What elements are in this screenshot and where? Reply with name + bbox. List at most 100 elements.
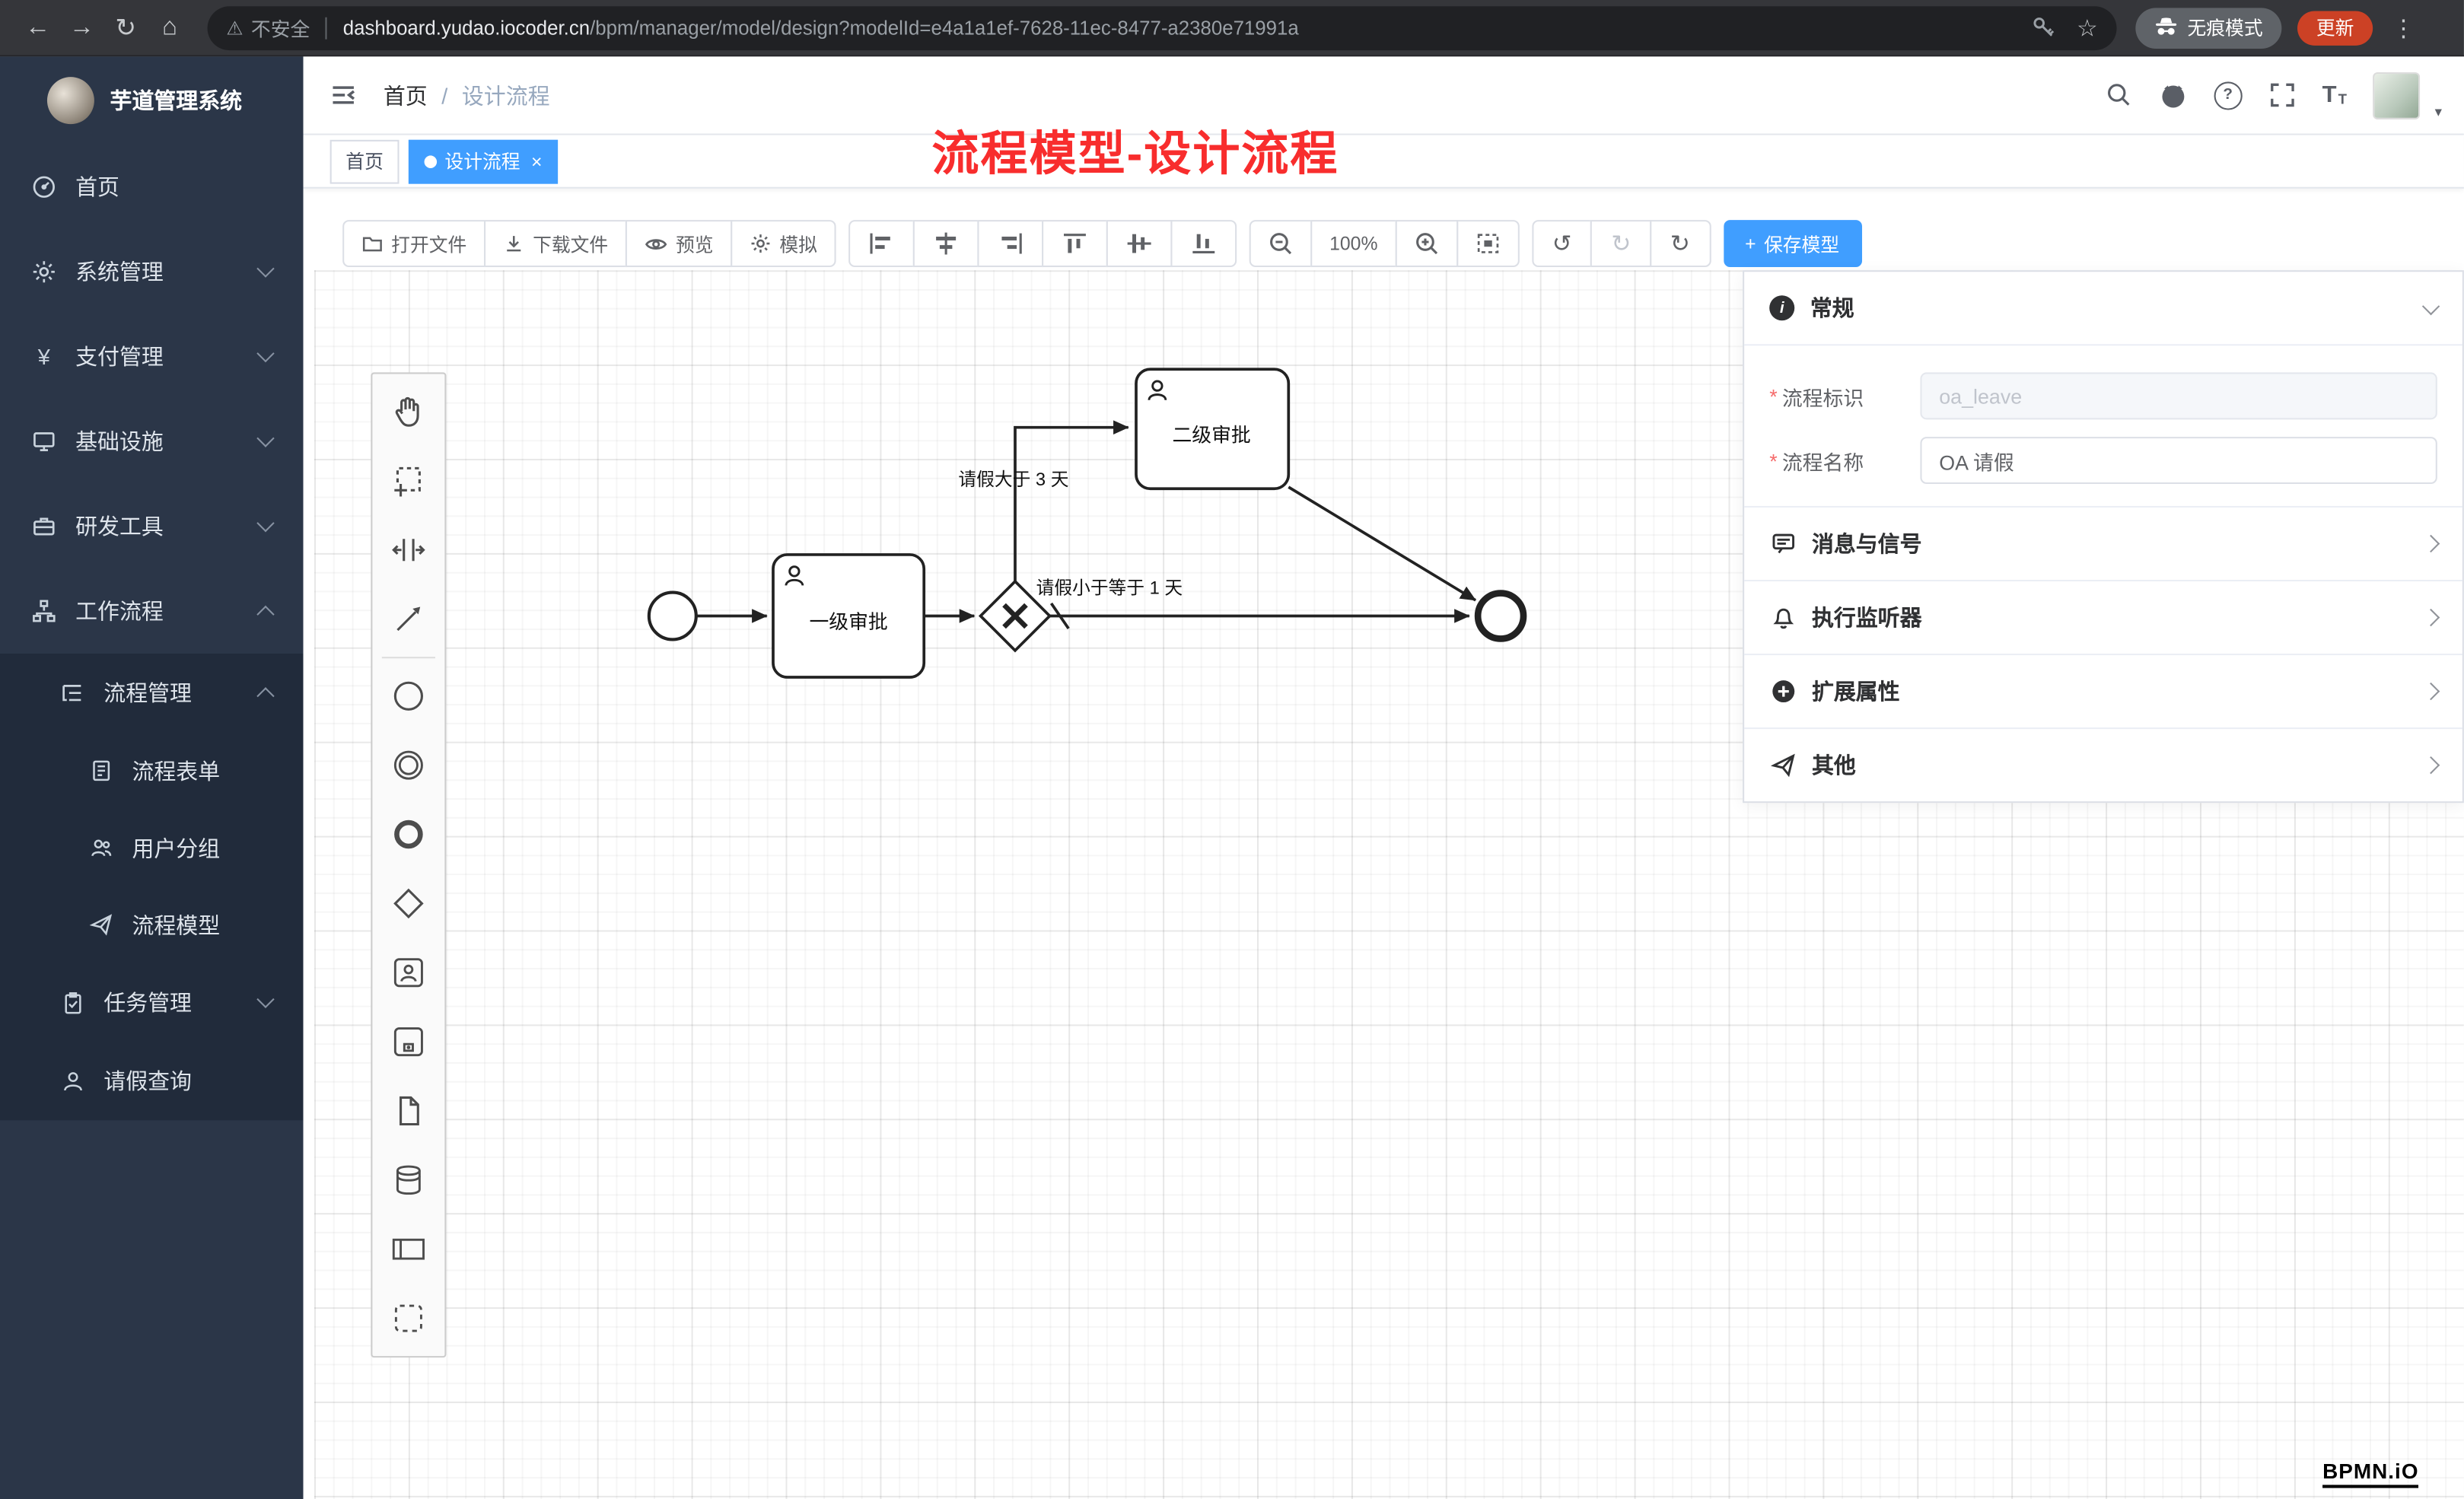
user-task-level2[interactable]: 二级审批: [1135, 368, 1291, 491]
flow-task2-to-end[interactable]: [1288, 485, 1476, 602]
redo-button[interactable]: ↻: [1590, 220, 1652, 268]
create-gateway[interactable]: [372, 869, 444, 938]
save-model-button[interactable]: + 保存模型: [1723, 220, 1862, 268]
url-path: /bpm/manager/model/design?modelId=e4a1a1…: [590, 16, 1299, 39]
create-user-task[interactable]: [372, 938, 444, 1007]
open-file-button[interactable]: 打开文件: [342, 220, 486, 268]
create-intermediate-event[interactable]: [372, 730, 444, 800]
sidebar-item-process-mgmt[interactable]: 流程管理: [0, 654, 304, 732]
simulate-button[interactable]: 模拟: [731, 220, 836, 268]
collapse-sidebar-icon[interactable]: [329, 80, 358, 110]
chevron-right-icon: [2421, 756, 2440, 775]
align-right-icon: [1001, 233, 1022, 254]
github-icon[interactable]: [2159, 81, 2187, 109]
user-avatar[interactable]: [2373, 71, 2421, 119]
end-event[interactable]: [1474, 590, 1527, 642]
browser-menu-icon[interactable]: ⋮: [2391, 14, 2415, 42]
bpmn-diagram: 一级审批 二级审批: [647, 368, 1527, 679]
task-label[interactable]: 一级审批: [809, 611, 887, 633]
tab-design-process[interactable]: 设计流程 ×: [408, 138, 559, 183]
start-event[interactable]: [647, 590, 698, 641]
sidebar-item-leave-query[interactable]: 请假查询: [0, 1042, 304, 1120]
sidebar-item-process-model[interactable]: 流程模型: [0, 886, 304, 963]
sidebar-item-process-form[interactable]: 流程表单: [0, 732, 304, 809]
sidebar-item-system[interactable]: 系统管理: [0, 229, 304, 314]
file-button-group: 打开文件 下载文件 预览: [342, 220, 836, 268]
sidebar-item-label: 研发工具: [75, 514, 164, 539]
search-icon[interactable]: [2106, 81, 2132, 108]
chevron-right-icon: [2421, 534, 2440, 553]
create-subprocess[interactable]: [372, 1007, 444, 1077]
sidebar-item-home[interactable]: 首页: [0, 145, 304, 230]
app-logo[interactable]: 芋道管理系统: [0, 56, 304, 145]
paper-plane-icon: [1769, 752, 1796, 778]
reload-icon[interactable]: ↻: [115, 14, 137, 42]
flow-gateway-to-task2[interactable]: [1014, 420, 1129, 582]
bpmn-io-logo[interactable]: BPMN.iO: [2322, 1459, 2419, 1488]
preview-button[interactable]: 预览: [625, 220, 733, 268]
create-data-object[interactable]: [372, 1077, 444, 1146]
section-other[interactable]: 其他: [1744, 727, 2462, 801]
zoom-out-button[interactable]: [1249, 220, 1313, 268]
zoom-level-button[interactable]: 100%: [1310, 220, 1397, 268]
flow-label-gt3[interactable]: 请假大于 3 天: [958, 469, 1068, 490]
sidebar-item-task-mgmt[interactable]: 任务管理: [0, 963, 304, 1042]
tab-home[interactable]: 首页: [329, 138, 400, 183]
space-tool[interactable]: [372, 515, 444, 584]
align-middle-button[interactable]: [1106, 220, 1173, 268]
align-right-button[interactable]: [977, 220, 1044, 268]
create-data-store[interactable]: [372, 1145, 444, 1214]
refresh-button[interactable]: ↻: [1650, 220, 1711, 268]
section-extended-attrs[interactable]: 扩展属性: [1744, 654, 2462, 727]
url-bar[interactable]: ⚠ 不安全 dashboard.yudao.iocoder.cn/bpm/man…: [207, 5, 2117, 50]
section-message-signal[interactable]: 消息与信号: [1744, 505, 2462, 580]
task-label[interactable]: 二级审批: [1173, 424, 1251, 446]
sidebar-item-label: 任务管理: [103, 989, 192, 1015]
align-center-h-button[interactable]: [912, 220, 979, 268]
sidebar-item-workflow[interactable]: 工作流程: [0, 569, 304, 654]
user-task-level1[interactable]: 一级审批: [772, 553, 926, 679]
help-icon[interactable]: ?: [2214, 81, 2243, 110]
lasso-tool[interactable]: [372, 446, 444, 515]
process-name-input[interactable]: [1920, 437, 2437, 485]
fullscreen-icon[interactable]: [2268, 81, 2295, 108]
create-start-event[interactable]: [372, 661, 444, 730]
back-icon[interactable]: ←: [25, 13, 51, 40]
align-left-button[interactable]: [848, 220, 915, 268]
tab-close-icon[interactable]: ×: [531, 150, 543, 173]
align-bottom-button[interactable]: [1170, 220, 1237, 268]
sidebar-item-devtools[interactable]: 研发工具: [0, 484, 304, 569]
flow-label-lte1[interactable]: 请假小于等于 1 天: [1036, 578, 1183, 599]
sidebar-item-infrastructure[interactable]: 基础设施: [0, 399, 304, 485]
undo-button[interactable]: ↺: [1531, 220, 1593, 268]
toolbox-icon: [31, 514, 56, 539]
create-participant[interactable]: [372, 1214, 444, 1284]
forward-icon[interactable]: →: [68, 13, 94, 40]
general-fields: * 流程标识 * 流程名称: [1744, 344, 2462, 506]
align-top-button[interactable]: [1042, 220, 1108, 268]
hand-tool[interactable]: [372, 377, 444, 447]
breadcrumb-home[interactable]: 首页: [383, 82, 428, 108]
exclusive-gateway[interactable]: [978, 579, 1052, 653]
create-group[interactable]: [372, 1284, 444, 1353]
home-icon[interactable]: ⌂: [162, 13, 177, 40]
global-connect-tool[interactable]: [372, 584, 444, 654]
caret-down-icon[interactable]: ▾: [2434, 103, 2443, 119]
zoom-in-button[interactable]: [1395, 220, 1458, 268]
process-key-input[interactable]: [1920, 372, 2437, 420]
bookmark-star-icon[interactable]: ☆: [2076, 14, 2098, 42]
yen-icon: ¥: [37, 344, 50, 370]
section-general[interactable]: i 常规: [1744, 272, 2462, 344]
update-button[interactable]: 更新: [2297, 10, 2373, 45]
password-key-icon[interactable]: [2031, 16, 2055, 40]
zoom-reset-button[interactable]: [1456, 220, 1520, 268]
section-execution-listener[interactable]: 执行监听器: [1744, 579, 2462, 654]
workflow-submenu: 流程管理 流程表单 用户分: [0, 654, 304, 1121]
download-file-button[interactable]: 下载文件: [484, 220, 627, 268]
create-end-event[interactable]: [372, 800, 444, 869]
security-label[interactable]: 不安全: [250, 18, 310, 41]
sidebar-item-user-group[interactable]: 用户分组: [0, 809, 304, 886]
sidebar-item-payment[interactable]: ¥ 支付管理: [0, 314, 304, 399]
